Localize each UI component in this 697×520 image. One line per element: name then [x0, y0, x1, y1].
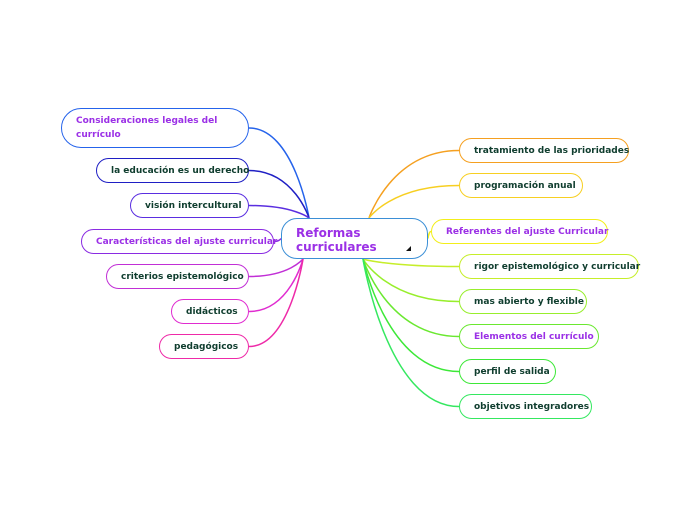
topic-label: Elementos del currículo — [474, 331, 594, 342]
connector-referentes — [427, 230, 432, 239]
topic-criterios-epistemologico[interactable]: criterios epistemológico — [106, 264, 249, 289]
topic-label: criterios epistemológico — [121, 271, 244, 282]
topic-label: Características del ajuste curricular — [96, 236, 278, 247]
topic-didacticos[interactable]: didácticos — [171, 299, 249, 324]
connector-criterios — [248, 258, 304, 278]
topic-perfil-salida[interactable]: perfil de salida — [459, 359, 556, 384]
topic-label: Consideraciones legales del currículo — [76, 116, 218, 140]
collapse-corner-icon[interactable] — [406, 246, 411, 251]
topic-label: visión intercultural — [145, 200, 242, 211]
connector-didacticos — [248, 258, 304, 313]
connector-vision-intercultural — [248, 204, 310, 219]
topic-label: objetivos integradores — [474, 401, 590, 412]
topic-tratamiento-prioridades[interactable]: tratamiento de las prioridades — [459, 138, 629, 163]
connector-educacion-derecho — [248, 169, 310, 219]
topic-label: Referentes del ajuste Curricular — [446, 226, 609, 237]
topic-label: didácticos — [186, 306, 238, 317]
topic-label: pedagógicos — [174, 341, 239, 352]
topic-consideraciones-legales[interactable]: Consideraciones legales del currículo — [61, 108, 249, 148]
topic-referentes-ajuste[interactable]: Referentes del ajuste Curricular — [431, 219, 608, 244]
connector-programacion — [368, 184, 460, 219]
connector-tratamiento — [368, 149, 460, 219]
topic-label: la educación es un derecho — [111, 165, 250, 176]
topic-caracteristicas-ajuste[interactable]: Características del ajuste curricular — [81, 229, 278, 254]
topic-vision-intercultural[interactable]: visión intercultural — [130, 193, 249, 218]
central-topic-title: Reformas curriculares — [296, 226, 377, 254]
connector-objetivos — [362, 258, 460, 408]
central-topic[interactable]: Reformas curriculares — [281, 218, 428, 259]
topic-objetivos-integradores[interactable]: objetivos integradores — [459, 394, 592, 419]
connector-caracteristicas — [273, 238, 282, 243]
connector-consideraciones — [248, 127, 310, 219]
topic-educacion-derecho[interactable]: la educación es un derecho — [96, 158, 249, 183]
topic-programacion-anual[interactable]: programación anual — [459, 173, 583, 198]
topic-elementos-curriculo[interactable]: Elementos del currículo — [459, 324, 599, 349]
connector-elementos — [362, 258, 460, 338]
topic-label: mas abierto y flexible — [474, 296, 584, 307]
topic-mas-abierto-flexible[interactable]: mas abierto y flexible — [459, 289, 587, 314]
topic-label: tratamiento de las prioridades — [474, 145, 630, 156]
topic-label: programación anual — [474, 180, 576, 191]
topic-label: rigor epistemológico y curricular — [474, 261, 641, 272]
topic-rigor-epistemologico[interactable]: rigor epistemológico y curricular — [459, 254, 641, 279]
connector-rigor — [362, 258, 460, 268]
connector-pedagogicos — [248, 258, 304, 348]
topic-label: perfil de salida — [474, 366, 550, 377]
topic-pedagogicos[interactable]: pedagógicos — [159, 334, 249, 359]
